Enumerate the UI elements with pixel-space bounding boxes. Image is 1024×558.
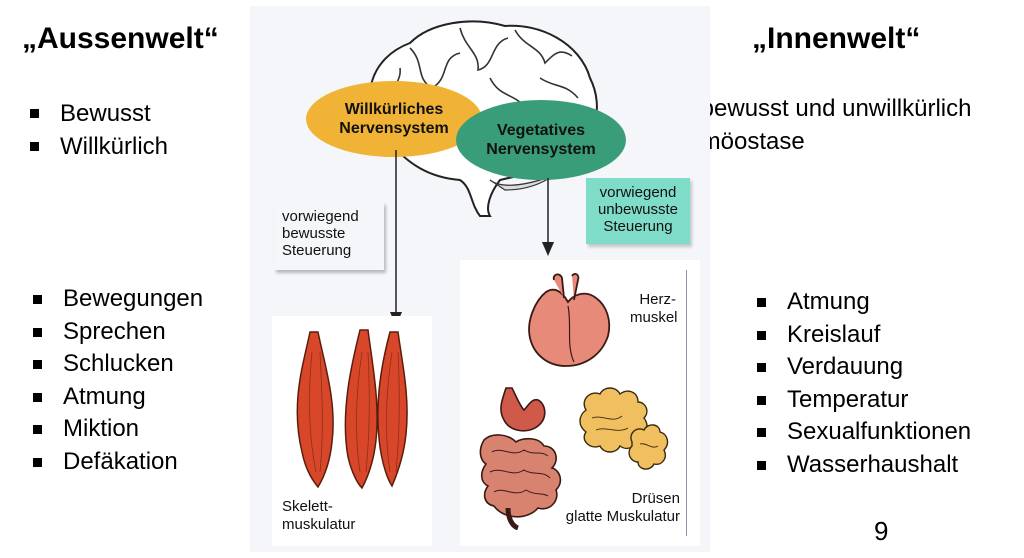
voluntary-ns-label: Willkürliches Nervensystem: [303, 100, 485, 138]
list-item: Willkürlich: [30, 130, 168, 163]
glands-label-line2: glatte Muskulatur: [565, 508, 680, 525]
list-item: Temperatur: [757, 384, 971, 417]
organ-card-divider: [686, 270, 687, 536]
arrow-voluntary-to-skeletal: [390, 150, 402, 326]
list-item: Bewegungen: [33, 283, 203, 316]
voluntary-ns-label-line1: Willkürliches: [344, 101, 444, 118]
aussenwelt-traits-list: Bewusst Willkürlich: [30, 97, 168, 163]
vegetative-ns-ellipse: [456, 100, 626, 180]
list-item: Wasserhaushalt: [757, 449, 971, 482]
note-unconscious-line3: Steuerung: [603, 218, 673, 235]
list-item: Verdauung: [757, 351, 971, 384]
note-unconscious-control: vorwiegend unbewusste Steuerung: [586, 178, 690, 244]
skeletal-muscle-label-line2: muskulatur: [282, 516, 356, 533]
list-item: Defäkation: [33, 446, 203, 479]
note-conscious-control: vorwiegend bewusste Steuerung: [274, 202, 384, 270]
skeletal-muscle-icon: [296, 329, 408, 490]
digestive-tract-icon: [479, 387, 562, 530]
note-conscious-line3: Steuerung: [282, 242, 352, 259]
voluntary-ns-ellipse: [306, 81, 482, 157]
list-item: Atmung: [757, 286, 971, 319]
note-unconscious-line1: vorwiegend: [599, 184, 677, 201]
aussenwelt-functions-list: Bewegungen Sprechen Schlucken Atmung Mik…: [33, 283, 203, 478]
list-item: Unbewusst und unwillkürlich: [640, 92, 971, 125]
skeletal-muscle-label-line1: Skelett-: [282, 498, 333, 515]
glands-icon: [579, 387, 669, 470]
heart-icon: [528, 273, 611, 367]
heart-label-line2: muskel: [630, 309, 678, 326]
voluntary-ns-label-line2: Nervensystem: [339, 120, 449, 137]
aussenwelt-heading: „Aussenwelt“: [22, 22, 219, 55]
note-conscious-line1: vorwiegend: [282, 208, 359, 225]
vegetative-ns-label-line2: Nervensystem: [486, 141, 596, 158]
list-item: Schlucken: [33, 348, 203, 381]
list-item: Bewusst: [30, 97, 168, 130]
innenwelt-heading: „Innenwelt“: [752, 22, 921, 55]
innenwelt-functions-list: Atmung Kreislauf Verdauung Temperatur Se…: [757, 286, 971, 481]
skeletal-muscle-label: Skelett- muskulatur: [282, 498, 355, 534]
note-unconscious-line2: unbewusste: [597, 201, 679, 218]
note-conscious-line2: bewusste: [282, 225, 346, 242]
list-item: Atmung: [33, 381, 203, 414]
glands-label-line1: Drüsen: [631, 490, 680, 507]
arrow-vegetative-to-organs: [542, 178, 554, 256]
vegetative-ns-label: Vegetatives Nervensystem: [453, 121, 629, 159]
list-item: Sprechen: [33, 316, 203, 349]
heart-label: Herz- muskel: [630, 291, 678, 327]
list-item: Miktion: [33, 413, 203, 446]
page-number: 9: [874, 516, 889, 546]
heart-label-line1: Herz-: [639, 291, 676, 308]
list-item: Sexualfunktionen: [757, 416, 971, 449]
glands-label: Drüsen glatte Muskulatur: [540, 490, 680, 526]
vegetative-ns-label-line1: Vegetatives: [496, 122, 586, 139]
list-item: Kreislauf: [757, 319, 971, 352]
